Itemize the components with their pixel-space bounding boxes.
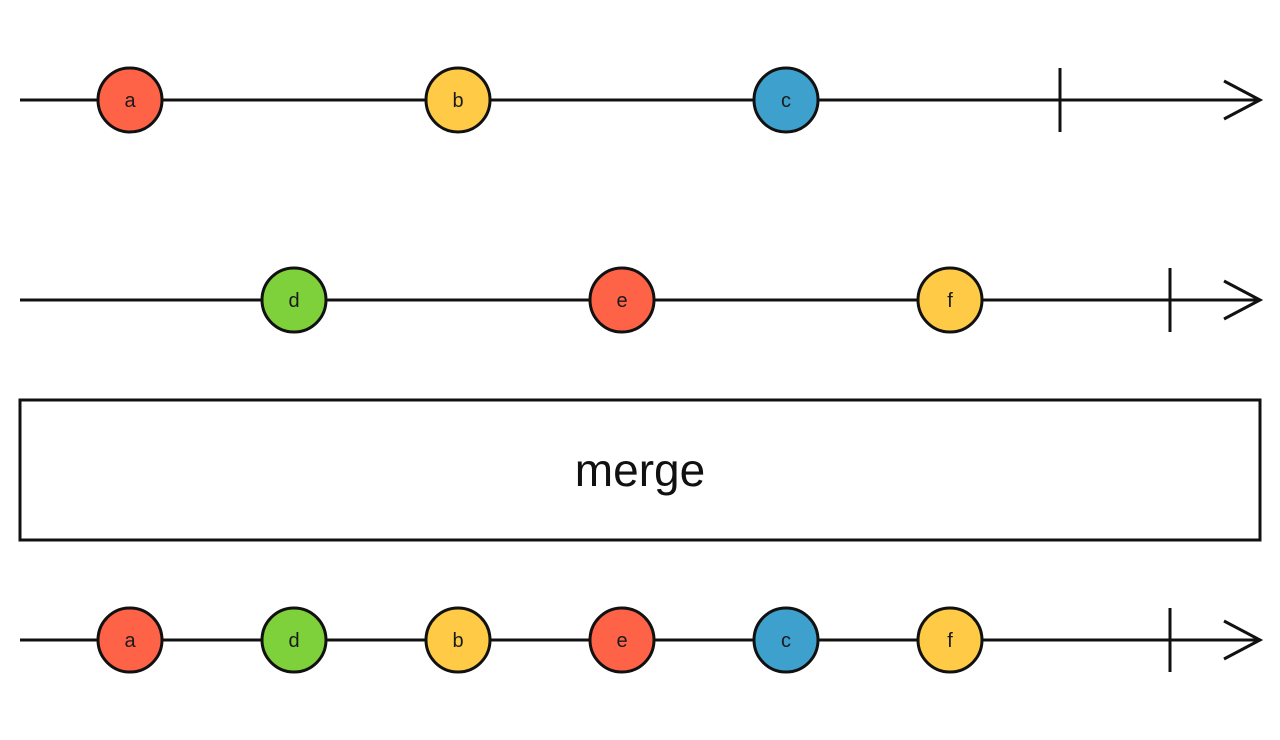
marble-label: a	[124, 90, 136, 112]
marble-f: f	[916, 606, 984, 674]
marble-d: d	[260, 606, 328, 674]
marble-label: b	[452, 90, 463, 112]
marble-circle	[752, 66, 820, 134]
marble-a: a	[96, 606, 164, 674]
marble-circle	[260, 266, 328, 334]
marble-circle	[424, 66, 492, 134]
marble-label: f	[947, 290, 953, 312]
marble-label: c	[781, 90, 791, 112]
marble-label: d	[288, 630, 299, 652]
marble-circle	[96, 66, 164, 134]
marble-label: a	[124, 630, 136, 652]
timeline-arrowhead	[1223, 79, 1264, 121]
marble-c: c	[752, 66, 820, 134]
operator-box-frame	[18, 398, 1262, 542]
marble-label: e	[616, 290, 627, 312]
operator-label: merge	[575, 444, 705, 496]
marble-label: d	[288, 290, 299, 312]
marble-circle	[588, 266, 656, 334]
marble-e: e	[588, 606, 656, 674]
marble-d: d	[260, 266, 328, 334]
marble-b: b	[424, 66, 492, 134]
marble-circle	[424, 606, 492, 674]
marble-c: c	[752, 606, 820, 674]
marble-label: c	[781, 630, 791, 652]
marble-label: e	[616, 630, 627, 652]
timelines-layer: a b c d e f a d b e c f	[20, 66, 1264, 674]
timeline-input-1: a b c	[20, 66, 1264, 134]
marble-circle	[260, 606, 328, 674]
marble-label: f	[947, 630, 953, 652]
timeline-arrowhead	[1223, 619, 1264, 661]
marble-circle	[752, 606, 820, 674]
marble-circle	[916, 606, 984, 674]
marble-circle	[96, 606, 164, 674]
marble-b: b	[424, 606, 492, 674]
marble-e: e	[588, 266, 656, 334]
marble-circle	[916, 266, 984, 334]
marble-label: b	[452, 630, 463, 652]
marble-circle	[588, 606, 656, 674]
timeline-input-2: d e f	[20, 266, 1264, 334]
operator-box: merge	[18, 398, 1262, 542]
timeline-arrowhead	[1223, 279, 1264, 321]
marble-f: f	[916, 266, 984, 334]
marble-a: a	[96, 66, 164, 134]
